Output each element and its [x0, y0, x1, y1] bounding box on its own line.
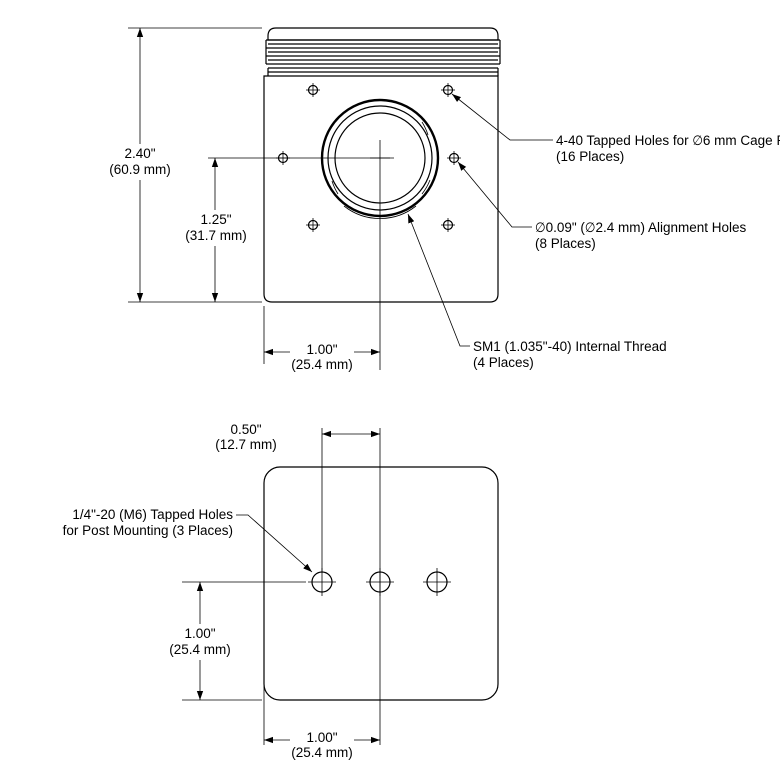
post-mounting-hole — [308, 568, 336, 596]
center-height-mm-label: (31.7 mm) — [185, 228, 247, 243]
horizontal-mm-label: (25.4 mm) — [291, 745, 353, 760]
vertical-mm-label: (25.4 mm) — [169, 642, 231, 657]
align-callout-line1: ∅0.09" (∅2.4 mm) Alignment Holes — [535, 220, 747, 235]
thread-callout-line2: (4 Places) — [473, 355, 534, 370]
post-callout-line1: 1/4"-20 (M6) Tapped Holes — [72, 507, 233, 522]
center-offset-in-label: 1.00" — [306, 342, 337, 357]
spacing-mm-label: (12.7 mm) — [215, 437, 277, 452]
cage-rod-hole — [441, 83, 455, 97]
threaded-collar — [265, 27, 501, 76]
cage-rod-hole — [306, 218, 320, 232]
bottom-plate — [263, 466, 499, 701]
thread-callout-leader — [407, 213, 470, 347]
front-view: 2.40" (60.9 mm) 1.25" (31.7 mm) 1.00" (2… — [100, 27, 780, 372]
vertical-in-label: 1.00" — [184, 626, 215, 641]
thread-callout-line1: SM1 (1.035"-40) Internal Thread — [473, 339, 667, 354]
cage-callout-leader — [451, 93, 553, 141]
cage-rod-hole — [306, 83, 320, 97]
post-mounting-hole — [423, 568, 451, 596]
horizontal-in-label: 1.00" — [306, 730, 337, 745]
align-callout-line2: (8 Places) — [535, 236, 596, 251]
post-callout-line2: for Post Mounting (3 Places) — [63, 523, 233, 538]
cage-callout-line1: 4-40 Tapped Holes for ∅6 mm Cage Rods — [556, 133, 780, 148]
alignment-hole — [447, 151, 461, 165]
cube-body — [263, 75, 499, 303]
center-offset-mm-label: (25.4 mm) — [291, 357, 353, 372]
bottom-view: 0.50" (12.7 mm) 1/4"-20 (M6) Tapped Hole… — [63, 422, 499, 760]
cage-rod-hole — [441, 218, 455, 232]
spacing-in-label: 0.50" — [230, 422, 261, 437]
post-callout-leader — [236, 514, 313, 573]
height-in-label: 2.40" — [124, 146, 155, 161]
center-height-in-label: 1.25" — [200, 212, 231, 227]
height-mm-label: (60.9 mm) — [109, 162, 171, 177]
cage-callout-line2: (16 Places) — [556, 149, 624, 164]
align-callout-leader — [457, 161, 532, 228]
